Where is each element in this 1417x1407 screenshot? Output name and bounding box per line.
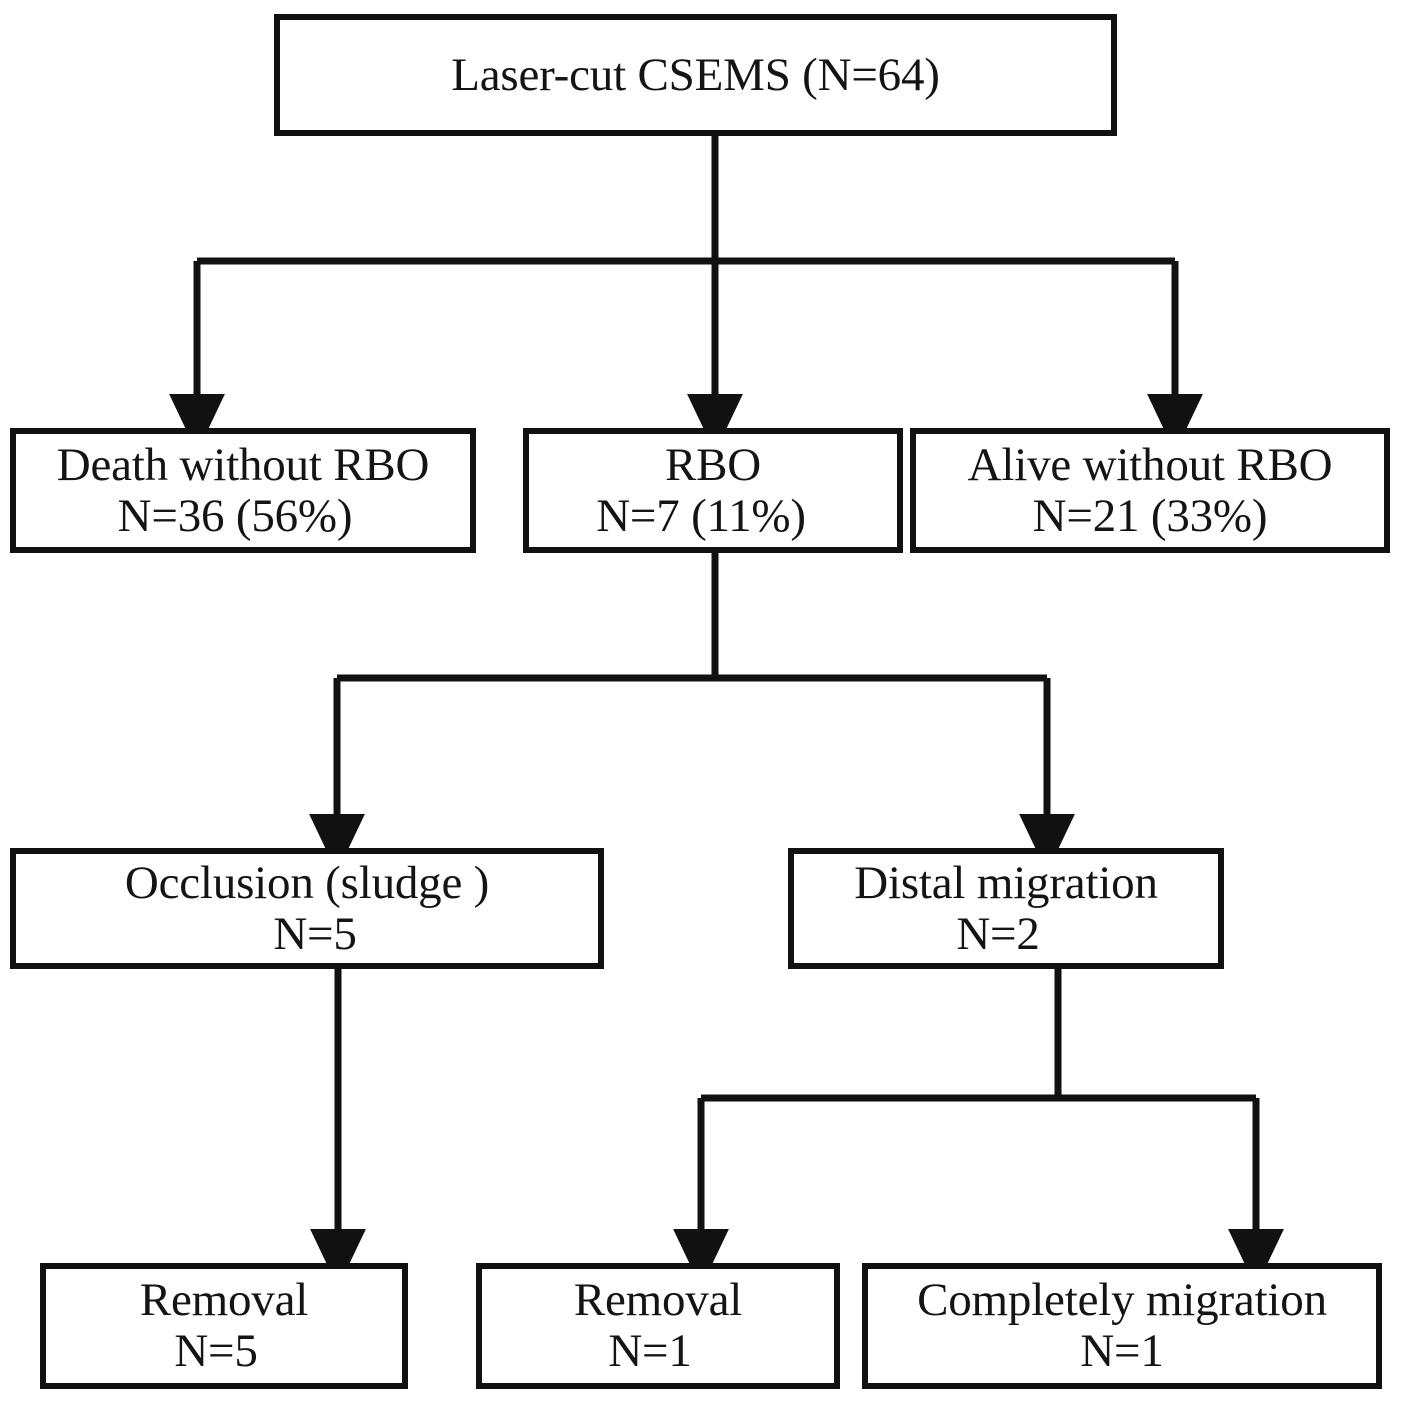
node-label-primary: Occlusion (sludge )	[124, 856, 490, 909]
node-distal-migration: Distal migration N=2	[788, 848, 1224, 969]
node-label-count: N=7 (11%)	[596, 489, 806, 542]
node-label-primary: Removal	[139, 1274, 309, 1327]
node-label-count: N=36 (56%)	[117, 489, 353, 542]
node-label-primary: Completely migration	[917, 1274, 1327, 1327]
node-label-count: N=1	[1080, 1325, 1164, 1377]
node-laser-cut-csems: Laser-cut CSEMS (N=64)	[274, 14, 1117, 136]
node-label-primary: Distal migration	[854, 856, 1158, 909]
node-label-count: N=2	[956, 907, 1040, 960]
node-removal-from-migration: Removal N=1	[476, 1263, 840, 1389]
node-alive-without-rbo: Alive without RBO N=21 (33%)	[910, 428, 1390, 553]
node-death-without-rbo: Death without RBO N=36 (56%)	[10, 428, 476, 553]
node-label-count: N=1	[608, 1325, 692, 1377]
node-label-primary: RBO	[664, 438, 762, 491]
node-occlusion-sludge: Occlusion (sludge ) N=5	[10, 848, 604, 969]
node-completely-migration: Completely migration N=1	[862, 1263, 1382, 1389]
node-label-count: N=21 (33%)	[1032, 489, 1268, 542]
node-label-primary: Laser-cut CSEMS (N=64)	[451, 48, 940, 101]
node-label-primary: Alive without RBO	[967, 438, 1333, 491]
node-label-count: N=5	[273, 907, 357, 960]
node-removal-from-occlusion: Removal N=5	[40, 1263, 408, 1389]
node-label-primary: Death without RBO	[56, 438, 430, 491]
node-label-count: N=5	[174, 1325, 258, 1377]
node-rbo: RBO N=7 (11%)	[523, 428, 903, 553]
node-label-primary: Removal	[573, 1274, 743, 1327]
